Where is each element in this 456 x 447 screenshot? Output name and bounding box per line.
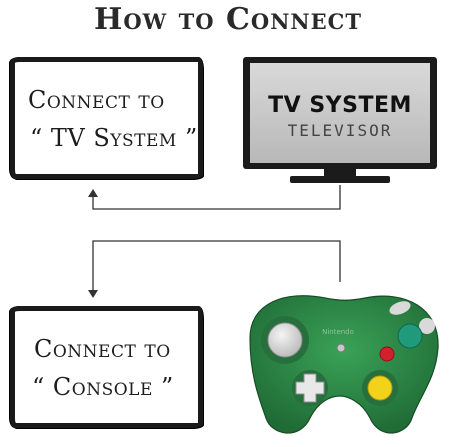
a-button xyxy=(397,323,423,349)
tv-subtitle: TELEVISOR xyxy=(287,121,393,140)
connect-console-line1: Connect to xyxy=(34,335,171,363)
tv-to-box-line xyxy=(92,185,341,210)
controller-logo: Nintendo xyxy=(322,328,354,336)
controller-arrowhead xyxy=(88,290,98,298)
controller-body xyxy=(249,295,439,434)
x-button xyxy=(419,318,435,334)
tv-title: TV SYSTEM xyxy=(268,93,412,118)
y-button xyxy=(389,301,411,315)
tv-screen xyxy=(250,63,430,163)
start-button xyxy=(336,343,346,353)
connect-tv-line2: “ TV System ” xyxy=(30,124,198,152)
connect-console-box xyxy=(10,306,203,428)
tv-stand-neck xyxy=(324,169,356,177)
connect-tv-line1: Connect to xyxy=(28,86,165,114)
b-button xyxy=(379,346,395,362)
page-title: How to Connect xyxy=(94,2,362,37)
dpad xyxy=(295,373,325,403)
connect-console-line2: “ Console ” xyxy=(32,373,174,401)
tv-arrowhead xyxy=(88,189,98,197)
gamecube-controller: Nintendo xyxy=(249,295,439,434)
c-stick xyxy=(367,375,393,401)
tv-stand-base xyxy=(290,176,390,183)
controller-to-box-line xyxy=(92,240,341,290)
connect-tv-box xyxy=(10,57,203,179)
left-stick xyxy=(267,322,303,358)
